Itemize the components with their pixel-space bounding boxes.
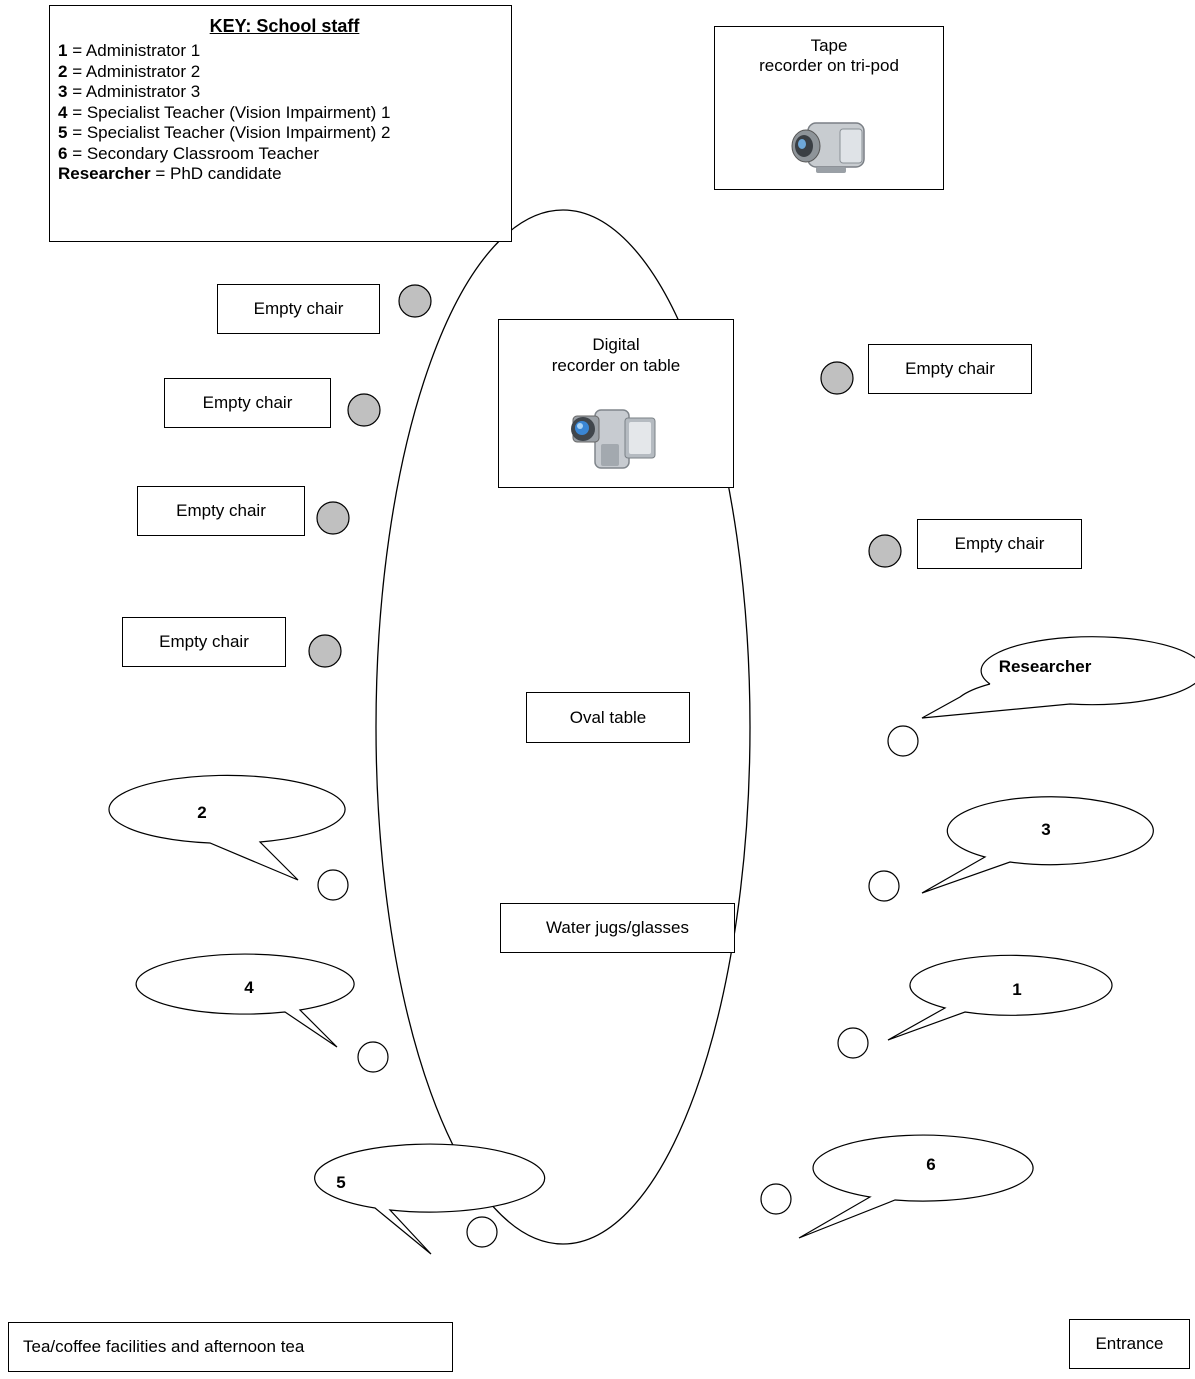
key-entry: 5 = Specialist Teacher (Vision Impairmen… [58,123,391,142]
key-entry: 6 = Secondary Classroom Teacher [58,143,319,163]
seat-3 [868,870,900,902]
speech-bubble-2 [108,774,346,881]
water-jugs-label: Water jugs/glasses [500,903,735,953]
tape-recorder-box: Tape recorder on tri-pod [714,26,944,190]
staff-key: KEY: School staff 1 = Administrator 1 2 … [49,5,512,242]
speaker-6-label: 6 [926,1155,936,1174]
entrance-label: Entrance [1069,1319,1190,1369]
empty-chair-label: Empty chair [868,344,1032,394]
key-entry: 3 = Administrator 3 [58,82,201,101]
empty-chair-seat [868,534,902,568]
empty-chair-label: Empty chair [164,378,331,428]
empty-chair-label: Empty chair [917,519,1082,569]
tape-recorder-line2: recorder on tri-pod [759,56,899,75]
speaker-researcher-label: Researcher [998,657,1092,675]
speaker-1-label: 1 [1012,980,1022,995]
researcher-seat [887,725,919,757]
speech-bubble-3 [921,796,1154,894]
tape-recorder-line1: Tape [810,36,848,55]
digital-recorder-box: Digital recorder on table [498,319,734,488]
empty-chair-label: Empty chair [217,284,380,334]
speech-bubble-6 [798,1134,1034,1239]
empty-chair-seat [398,284,432,318]
key-entry: 1 = Administrator 1 [58,41,201,60]
key-title: KEY: School staff [209,16,360,36]
speaker-5-label: 5 [336,1173,346,1192]
speaker-3-label: 3 [1041,820,1051,839]
tea-coffee-label: Tea/coffee facilities and afternoon tea [8,1322,453,1372]
speech-bubble-1 [887,954,1113,1041]
speech-bubble-researcher [921,636,1195,719]
oval-table-label: Oval table [526,692,690,743]
speaker-4-label: 4 [244,978,254,994]
digital-recorder-line1: Digital [592,335,640,354]
seat-6 [760,1183,792,1215]
empty-chair-seat [308,634,342,668]
seat-2 [317,869,349,901]
key-entry: Researcher = PhD candidate [58,164,282,183]
video-camera-icon [571,409,656,469]
oval-table [375,209,751,1245]
speech-bubble-5 [314,1143,546,1255]
empty-chair-label: Empty chair [122,617,286,667]
video-camera-icon [791,122,865,173]
key-entry: 2 = Administrator 2 [58,61,201,81]
digital-recorder-line2: recorder on table [551,356,681,375]
empty-chair-seat [316,501,350,535]
speech-bubble-4 [135,953,355,1048]
speaker-2-label: 2 [197,803,207,822]
seat-4 [357,1041,389,1073]
empty-chair-label: Empty chair [137,486,305,536]
key-entry: 4 = Specialist Teacher (Vision Impairmen… [58,102,391,122]
seat-5 [466,1216,498,1248]
empty-chair-seat [347,393,381,427]
seat-1 [837,1027,869,1059]
empty-chair-seat [820,361,854,395]
